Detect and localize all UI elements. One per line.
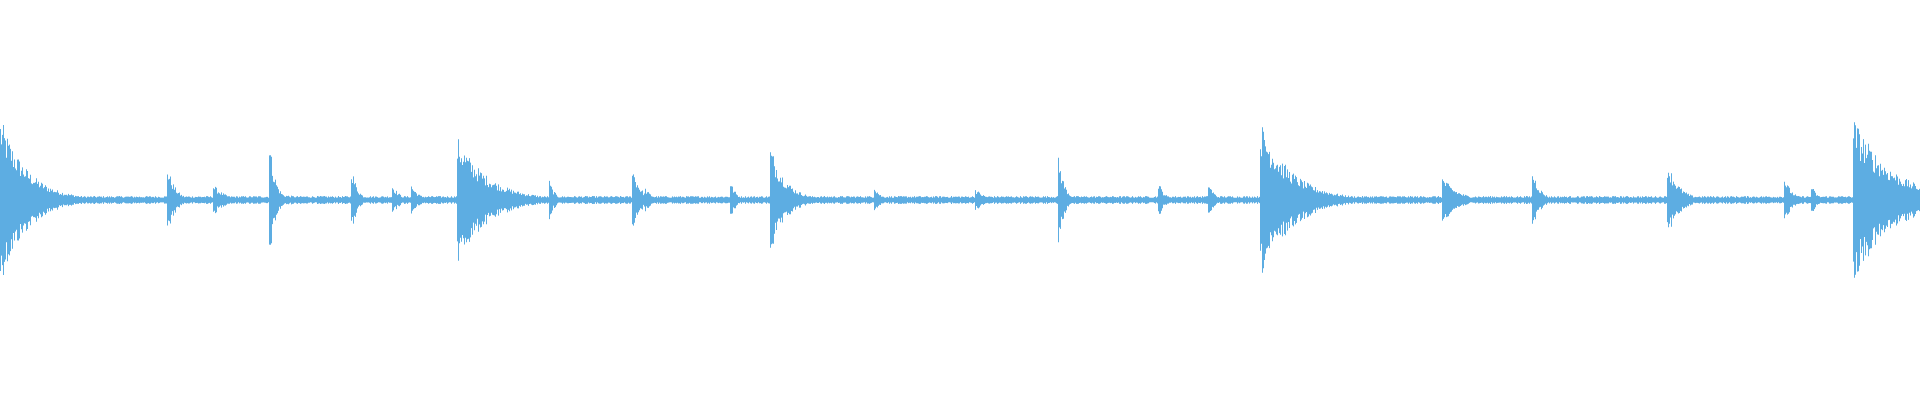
- waveform-path: [0, 122, 1920, 278]
